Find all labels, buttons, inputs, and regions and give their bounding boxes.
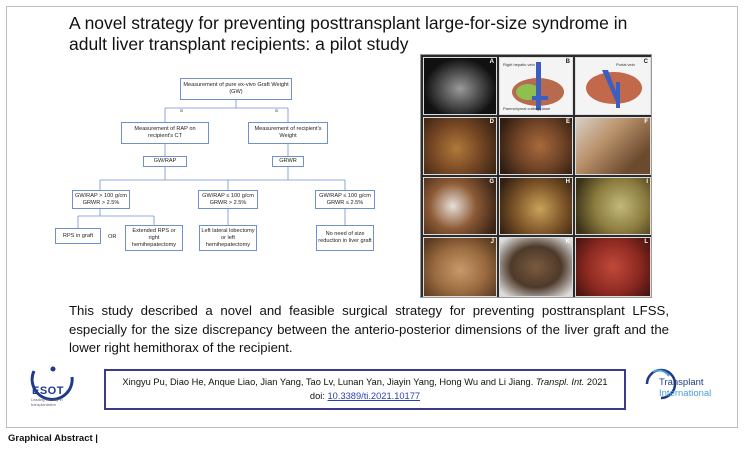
svg-text:Portal vein: Portal vein: [616, 62, 635, 67]
photo-label-c: C: [643, 59, 648, 65]
svg-text:Parenchymal cutting plane: Parenchymal cutting plane: [503, 106, 551, 111]
surgical-photo-f: F: [575, 117, 651, 175]
flow-condition-3: GW/RAP ≤ 100 g/cm GRWR ≤ 2.5%: [315, 190, 375, 209]
surgical-photo-j: J: [423, 237, 497, 297]
surgical-photo-k: K: [499, 237, 573, 297]
flowchart-connectors: a a: [77, 100, 346, 228]
surgical-photo-grid: A Right hepatic vein Parenchymal cutting…: [420, 54, 652, 298]
citation-doi-label: doi:: [309, 391, 325, 401]
photo-label-e: E: [565, 119, 570, 125]
flow-rap-box: Measurement of RAP on recipient's CT: [121, 122, 209, 144]
flow-grwr-box: GRWR: [272, 156, 304, 167]
flow-or-label: OR: [108, 234, 117, 240]
flow-gwrap-box: GW/RAP: [143, 156, 187, 167]
liver-diagram-drawing: Right hepatic vein Parenchymal cutting p…: [503, 62, 564, 111]
photo-label-d: D: [489, 119, 494, 125]
citation-doi-link[interactable]: 10.3389/ti.2021.10177: [327, 391, 421, 401]
svg-text:a: a: [180, 108, 183, 114]
paper-title: A novel strategy for preventing posttran…: [69, 13, 628, 54]
surgical-photo-e: E: [499, 117, 573, 175]
ti-logo-line2: International: [659, 388, 712, 399]
svg-text:a: a: [275, 108, 278, 114]
citation-journal: Transpl. Int.: [535, 377, 585, 387]
flow-condition-1: GW/RAP > 100 g/cm GRWR > 2.5%: [72, 190, 130, 209]
citation-authors: Xingyu Pu, Diao He, Anque Liao, Jian Yan…: [122, 377, 534, 387]
esot-logo-icon: [30, 366, 74, 401]
liver-diagram-drawing-2: Portal vein: [586, 62, 642, 108]
svg-text:Right hepatic vein: Right hepatic vein: [503, 62, 535, 67]
surgical-photo-h: H: [499, 177, 573, 235]
esot-tagline: Leading the way in transplantation: [31, 398, 63, 407]
flowchart: a a Measurement of pure ex-vivo Graft We…: [0, 0, 420, 300]
citation-box: Xingyu Pu, Diao He, Anque Liao, Jian Yan…: [104, 369, 626, 410]
photo-label-k: K: [565, 239, 570, 245]
photo-label-i: I: [646, 179, 648, 185]
transplant-international-logo-icon: [645, 368, 677, 400]
photo-label-a: A: [489, 59, 494, 65]
photo-label-h: H: [565, 179, 570, 185]
flow-outcome-left-lobectomy: Left lateral lobectomy or left hemihepat…: [199, 225, 257, 251]
surgical-photo-g: G: [423, 177, 497, 235]
surgical-photo-l: L: [575, 237, 651, 297]
flow-weight-box: Measurement of recipient's Weight: [248, 122, 328, 144]
esot-logo-text: ESOT: [32, 385, 64, 397]
photo-label-j: J: [490, 239, 494, 245]
surgical-photo-i: I: [575, 177, 651, 235]
ct-scan-image: A: [423, 57, 497, 115]
liver-diagram-image-2: Portal vein C: [575, 57, 651, 115]
liver-diagram-image: Right hepatic vein Parenchymal cutting p…: [499, 57, 573, 115]
photo-label-b: B: [565, 59, 570, 65]
photo-label-g: G: [489, 179, 494, 185]
flow-condition-2: GW/RAP ≤ 100 g/cm GRWR > 2.5%: [198, 190, 258, 209]
abstract-summary: This study described a novel and feasibl…: [69, 303, 669, 355]
flow-outcome-rps: RPS in graft: [55, 228, 101, 244]
photo-label-f: F: [644, 119, 648, 125]
citation-year: 2021: [586, 377, 608, 387]
photo-label-l: L: [644, 239, 648, 245]
flow-outcome-no-reduction: No need of size reduction in liver graft: [316, 225, 374, 251]
surgical-photo-d: D: [423, 117, 497, 175]
flow-root-box: Measurement of pure ex-vivo Graft Weight…: [180, 78, 292, 100]
graphical-abstract-label: Graphical Abstract |: [8, 433, 98, 444]
ti-logo-line1: Transplant: [659, 377, 704, 388]
flow-outcome-extended-rps: Extended RPS or right hemihepatectomy: [125, 225, 183, 251]
